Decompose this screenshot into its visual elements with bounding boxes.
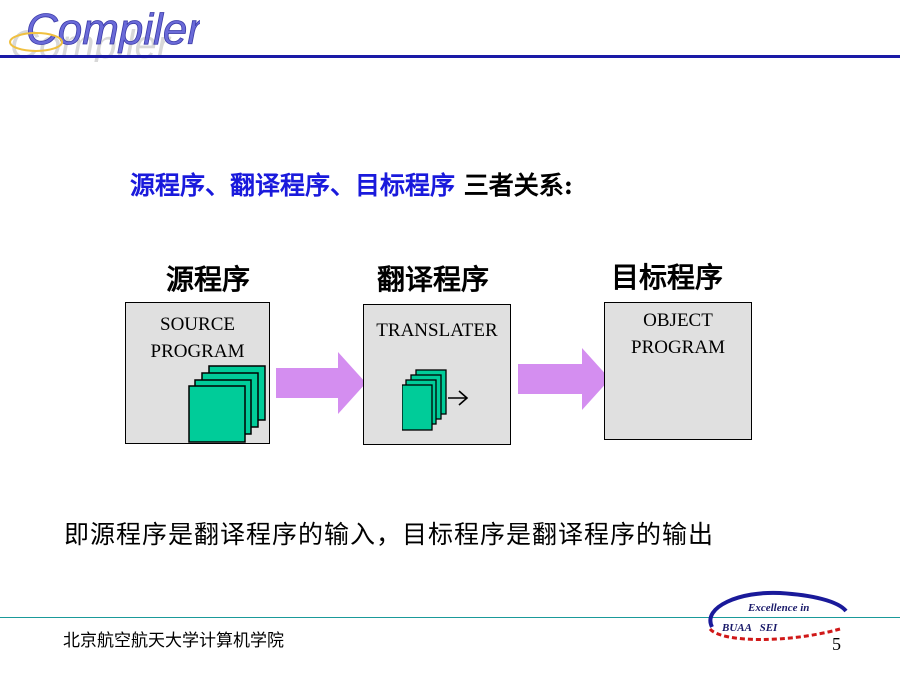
object-title: 目标程序 [611, 261, 724, 294]
badge-line1: Excellence in [747, 602, 809, 614]
object-program-box: OBJECT PROGRAM [604, 302, 752, 440]
source-label-line1: SOURCE [160, 314, 235, 335]
badge-arc-bottom [708, 627, 841, 641]
logo-text: Compiler [26, 5, 200, 54]
logo-swoosh-icon [9, 32, 63, 52]
institution-name: 北京航空航天大学计算机学院 [63, 631, 284, 651]
page-number: 5 [832, 634, 841, 654]
arrow-translator-to-object-icon [518, 348, 610, 410]
source-title: 源程序 [166, 263, 251, 296]
badge-line2: BUAA SEI [721, 622, 778, 634]
buaa-sei-badge-logo: Excellence in BUAA SEI [708, 590, 848, 641]
heading-blue-text: 源程序、翻译程序、目标程序 [130, 171, 456, 200]
source-label-line2: PROGRAM [150, 341, 245, 362]
object-label-line2: PROGRAM [631, 337, 725, 358]
summary-text: 即源程序是翻译程序的输入，目标程序是翻译程序的输出 [64, 520, 715, 549]
heading-black-text: 三者关系: [455, 171, 573, 200]
compiler-logo: Compiler Compiler [9, 5, 200, 62]
arrow-source-to-translator-icon [276, 352, 366, 414]
badge-arc-top [708, 590, 848, 628]
slide-heading: 源程序、翻译程序、目标程序 三者关系: [130, 166, 573, 202]
translator-label: TRANSLATER [376, 320, 498, 341]
bottom-rule [0, 617, 900, 618]
object-label-line1: OBJECT [643, 310, 713, 331]
top-rule [0, 55, 900, 58]
translator-documents-icon [402, 369, 469, 431]
translator-title: 翻译程序 [377, 263, 490, 296]
source-documents-icon [188, 365, 266, 443]
